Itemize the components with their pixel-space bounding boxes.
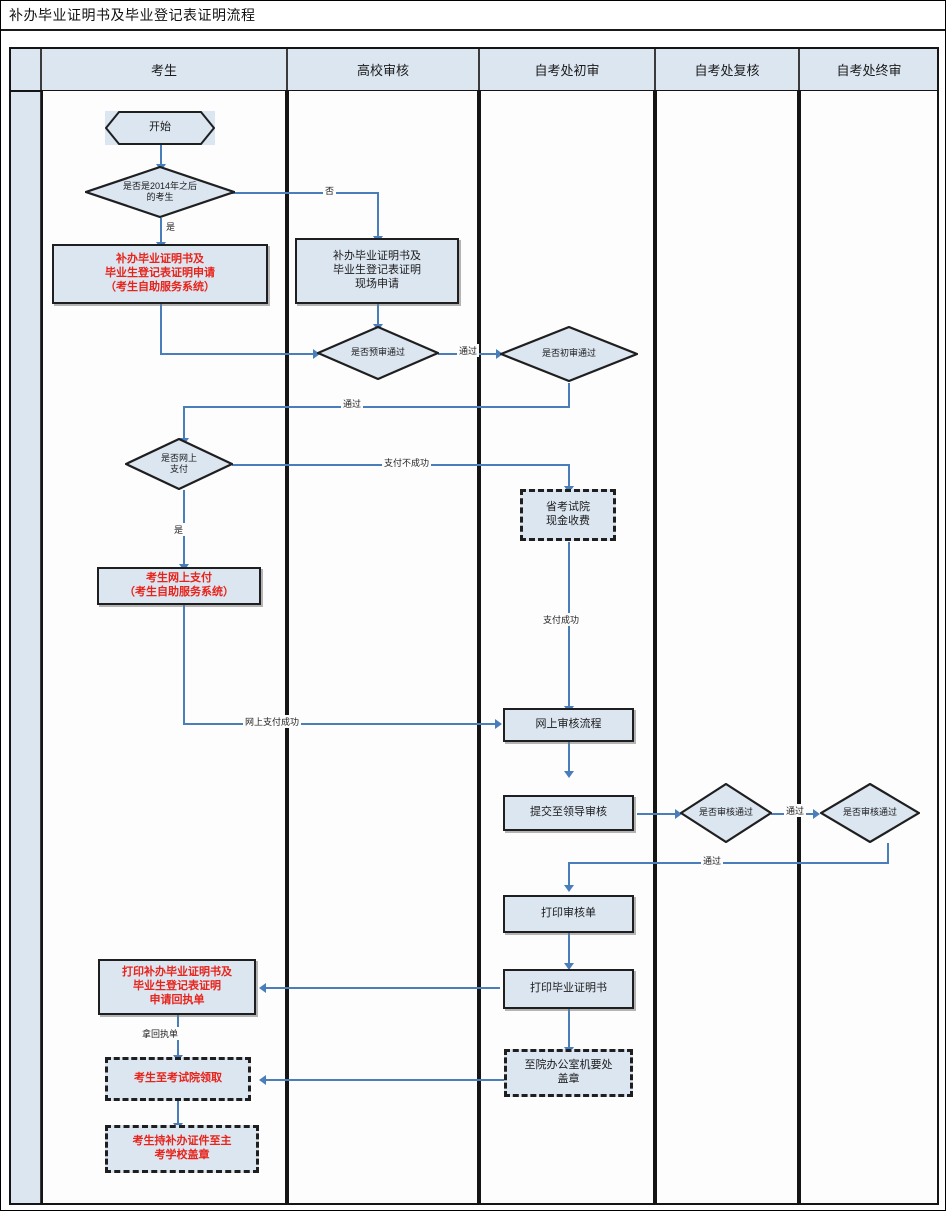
diamond-shape xyxy=(85,166,235,218)
node-print-certificate-label: 打印毕业证明书 xyxy=(530,982,607,995)
node-print-review-sheet[interactable]: 打印审核单 xyxy=(503,895,634,933)
arrow-recheck-pass xyxy=(813,809,820,819)
node-school-seal[interactable]: 考生持补办证件至主考学校盖章 xyxy=(105,1125,259,1173)
edge-label-yes: 是 xyxy=(164,220,178,233)
edge-label-pay-ok: 支付成功 xyxy=(541,613,582,626)
diamond-shape xyxy=(317,326,439,380)
node-student-online-payment-label: 考生网上支付（考生自助服务系统） xyxy=(124,572,234,598)
node-decision-pre-review[interactable]: 是否预审通过 xyxy=(317,326,439,380)
arrow-cert-to-receipt xyxy=(259,983,266,993)
edge-first-pass-v2 xyxy=(183,406,185,440)
edge-cert-to-seal xyxy=(568,1009,570,1049)
page-title: 补办毕业证明书及毕业登记表证明流程 xyxy=(9,7,256,23)
diamond-shape xyxy=(820,783,920,843)
arrow-final-pass xyxy=(564,885,574,892)
lane-blank-strip xyxy=(9,47,41,1205)
node-decision-first-review[interactable]: 是否初审通过 xyxy=(500,326,638,382)
arrow-leader-to-recheck xyxy=(675,809,682,819)
node-decision-first-review-label: 是否初审通过 xyxy=(541,348,596,359)
node-online-apply-label: 补办毕业证明书及 毕业生登记表证明申请 （考生自助服务系统） xyxy=(105,253,215,293)
edge-year-no-h xyxy=(231,192,378,194)
edge-final-pass-v2 xyxy=(568,862,570,887)
edge-final-pass-v1 xyxy=(887,843,889,863)
edge-online-pay-ok-h xyxy=(183,723,499,725)
node-online-review-flow[interactable]: 网上审核流程 xyxy=(503,708,634,742)
edge-onsite-apply-v xyxy=(377,304,379,326)
node-onsite-apply-label: 补办毕业证明书及 毕业生登记表证明 现场申请 xyxy=(333,250,421,290)
node-decision-pre-review-label: 是否预审通过 xyxy=(350,347,405,358)
edge-label-pay-fail: 支付不成功 xyxy=(382,456,432,469)
edge-pay-fail-v xyxy=(568,464,570,488)
node-office-seal[interactable]: 至院办公室机要处盖章 xyxy=(504,1049,633,1097)
lane-body-office-first-review xyxy=(479,91,655,1205)
node-student-pickup-label: 考生至考试院领取 xyxy=(134,1072,222,1085)
arrow-to-pre-review xyxy=(313,349,320,359)
node-onsite-apply[interactable]: 补办毕业证明书及 毕业生登记表证明 现场申请 xyxy=(295,238,459,304)
node-print-receipt[interactable]: 打印补办毕业证明书及 毕业生登记表证明 申请回执单 xyxy=(98,959,256,1015)
edge-label-final-pass: 通过 xyxy=(701,854,724,867)
edge-start-to-year xyxy=(160,144,162,166)
node-start-label: 开始 xyxy=(149,121,171,134)
node-decision-final-review-label: 是否审核通过 xyxy=(842,807,897,818)
node-cash-payment[interactable]: 省考试院现金收费 xyxy=(520,489,616,541)
lane-header-university-review: 高校审核 xyxy=(287,47,479,91)
arrow-sheet-to-cert xyxy=(564,963,574,970)
arrow-seal-to-pickup xyxy=(259,1075,266,1085)
node-decision-recheck[interactable]: 是否审核通过 xyxy=(680,783,772,843)
node-student-pickup[interactable]: 考生至考试院领取 xyxy=(105,1057,251,1101)
lane-header-candidate: 考生 xyxy=(41,47,287,91)
edge-label-first-pass: 通过 xyxy=(341,397,364,410)
edge-label-no: 否 xyxy=(323,184,337,197)
edge-first-pass-v1 xyxy=(568,383,570,407)
node-decision-year[interactable]: 是否是2014年之后的考生 xyxy=(85,166,235,218)
node-cash-payment-label: 省考试院现金收费 xyxy=(546,501,590,527)
lane-body-office-recheck xyxy=(655,91,799,1205)
edge-first-pass-h xyxy=(183,406,570,408)
node-decision-online-pay-label: 是否网上支付 xyxy=(160,452,197,474)
node-print-review-sheet-label: 打印审核单 xyxy=(541,907,596,920)
diamond-shape xyxy=(680,783,772,843)
edge-pickup-to-school xyxy=(177,1101,179,1125)
edge-label-receipt: 拿回执单 xyxy=(140,1027,181,1040)
edge-leader-to-recheck xyxy=(637,813,679,815)
node-online-apply[interactable]: 补办毕业证明书及 毕业生登记表证明申请 （考生自助服务系统） xyxy=(52,244,268,304)
edge-sheet-to-cert xyxy=(568,933,570,965)
node-decision-online-pay[interactable]: 是否网上支付 xyxy=(125,438,233,490)
node-submit-to-leader[interactable]: 提交至领导审核 xyxy=(503,795,634,831)
edge-year-no-v xyxy=(377,192,379,238)
node-print-certificate[interactable]: 打印毕业证明书 xyxy=(503,969,634,1009)
diamond-shape xyxy=(125,438,233,490)
edge-seal-to-pickup xyxy=(264,1079,504,1081)
node-school-seal-label: 考生持补办证件至主考学校盖章 xyxy=(132,1135,232,1161)
hexagon-shape xyxy=(105,111,215,145)
arrow-flow-to-leader xyxy=(564,771,574,778)
node-print-receipt-label: 打印补办毕业证明书及 毕业生登记表证明 申请回执单 xyxy=(122,966,232,1006)
arrow-online-pay-ok xyxy=(495,719,502,729)
edge-online-pay-ok-v xyxy=(183,605,185,724)
edge-final-pass-h xyxy=(568,862,889,864)
edge-label-pay-yes: 是 xyxy=(172,523,186,536)
node-decision-final-review[interactable]: 是否审核通过 xyxy=(820,783,920,843)
lane-header-office-final-review: 自考处终审 xyxy=(799,47,939,91)
node-submit-to-leader-label: 提交至领导审核 xyxy=(530,806,607,819)
edge-label-pre-pass: 通过 xyxy=(457,344,480,357)
node-start[interactable]: 开始 xyxy=(105,111,215,145)
edge-label-recheck-pass: 通过 xyxy=(784,804,807,817)
edge-label-online-pay-ok: 网上支付成功 xyxy=(243,715,302,728)
edge-online-apply-h xyxy=(160,353,315,355)
edge-online-apply-v xyxy=(160,304,162,354)
lane-header-office-first-review: 自考处初审 xyxy=(479,47,655,91)
edge-cert-to-receipt xyxy=(264,987,500,989)
node-student-online-payment[interactable]: 考生网上支付（考生自助服务系统） xyxy=(97,567,261,605)
node-decision-year-label: 是否是2014年之后的考生 xyxy=(122,180,198,202)
diamond-shape xyxy=(500,326,638,382)
edge-year-yes-v xyxy=(160,218,162,244)
node-decision-recheck-label: 是否审核通过 xyxy=(698,807,753,818)
title-bar: 补办毕业证明书及毕业登记表证明流程 xyxy=(1,1,945,31)
lane-body-office-final-review xyxy=(799,91,939,1205)
node-online-review-flow-label: 网上审核流程 xyxy=(535,718,602,731)
edge-flow-to-leader xyxy=(568,742,570,773)
node-office-seal-label: 至院办公室机要处盖章 xyxy=(524,1059,613,1085)
lane-header-office-recheck: 自考处复核 xyxy=(655,47,799,91)
